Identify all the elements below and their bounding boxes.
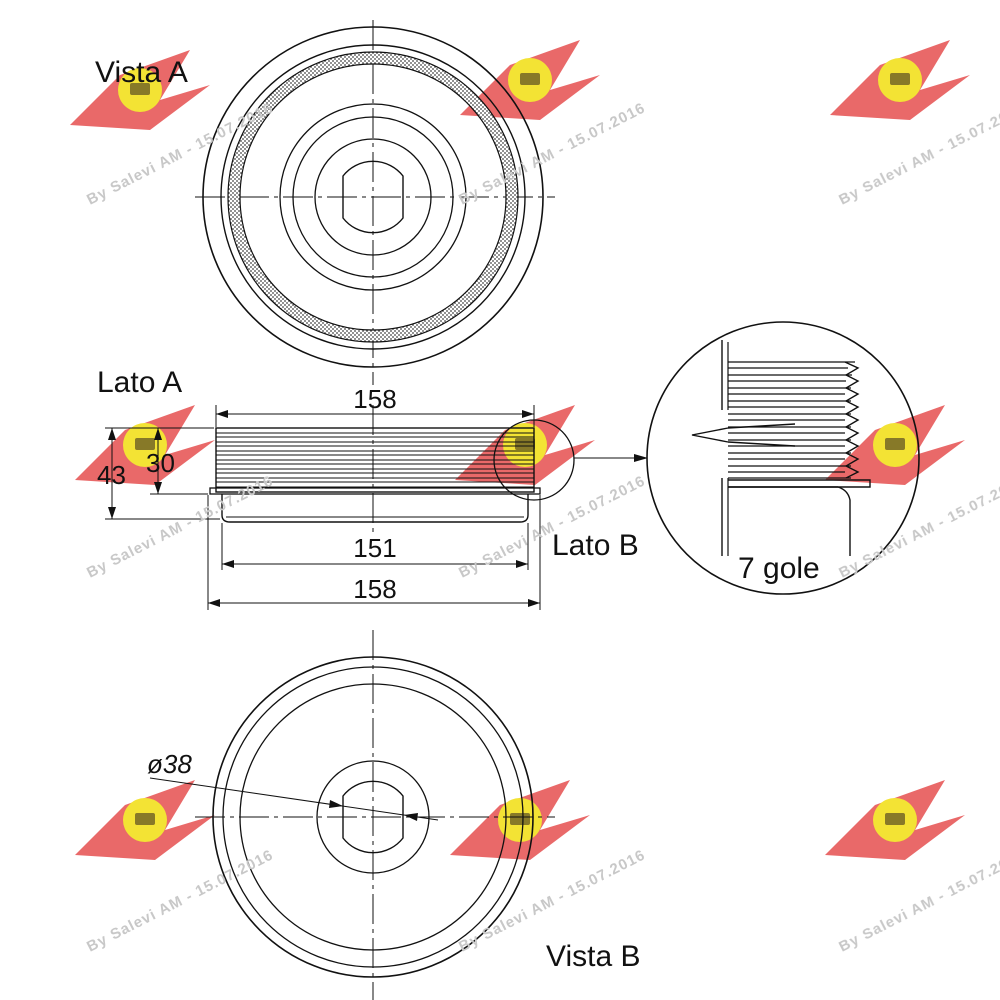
dim-height-outer: 43 <box>97 460 126 490</box>
label-vista-a: Vista A <box>95 56 188 89</box>
label-lato-b: Lato B <box>552 529 639 562</box>
dim-inner-width: 151 <box>353 533 396 563</box>
vista-b-view: ø38 <box>147 630 555 1000</box>
watermark-logo <box>825 780 965 860</box>
lato-a-side-view: 158 43 30 151 158 <box>97 384 648 610</box>
detail-label: 7 gole <box>738 552 820 585</box>
pulley-grooves <box>216 432 534 488</box>
detail-groove-lines <box>728 361 855 479</box>
dim-height-inner: 30 <box>146 448 175 478</box>
watermark-layer <box>70 40 970 860</box>
detail-callout-circle <box>493 419 575 501</box>
watermark-logo <box>455 405 595 485</box>
dim-top-width: 158 <box>353 384 396 414</box>
watermark-text: By Salevi AM - 15.07.2016 <box>836 472 1000 581</box>
watermark-logo <box>70 50 210 130</box>
watermark-text: By Salevi AM - 15.07.2016 <box>84 846 276 955</box>
label-vista-b: Vista B <box>546 940 641 973</box>
watermark-logo <box>450 780 590 860</box>
groove-detail-view: 7 gole <box>646 321 920 595</box>
watermark-logo <box>75 405 215 485</box>
dim-bottom-width: 158 <box>353 574 396 604</box>
watermark-logo <box>825 405 965 485</box>
vista-a-view <box>195 20 555 385</box>
watermark-logo <box>75 780 215 860</box>
dim-bore-diameter: ø38 <box>147 749 192 779</box>
watermark-text: By Salevi AM - 15.07.2016 <box>836 846 1000 955</box>
watermark-logo <box>460 40 600 120</box>
watermark-text: By Salevi AM - 15.07.2016 <box>456 472 648 581</box>
label-lato-a: Lato A <box>97 366 182 399</box>
watermark-logo <box>830 40 970 120</box>
